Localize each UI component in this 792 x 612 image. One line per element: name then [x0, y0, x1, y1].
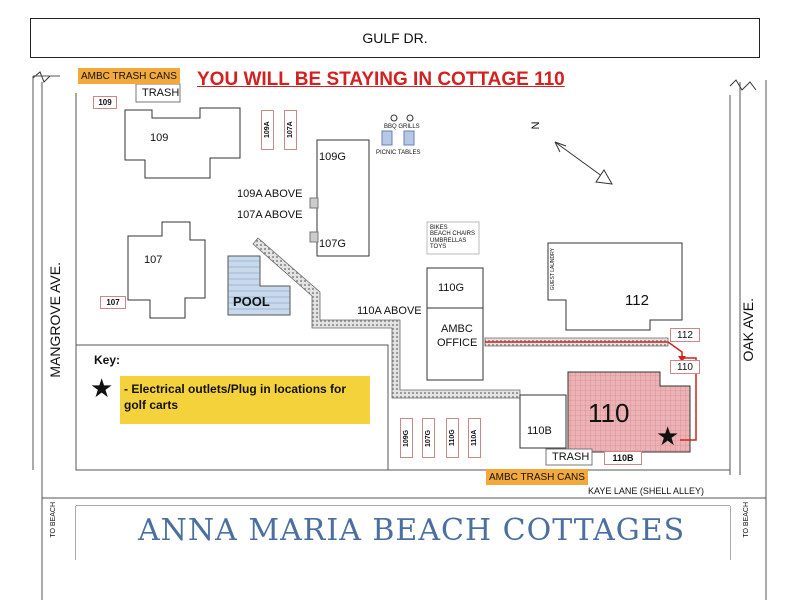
resort-name: ANNA MARIA BEACH COTTAGES: [138, 513, 686, 548]
headline: YOU WILL BE STAYING IN COTTAGE 110: [197, 69, 565, 90]
label-110b: 110B: [527, 425, 552, 437]
label-office-2: OFFICE: [437, 337, 478, 349]
parking-110a: 110A: [468, 418, 481, 458]
trash-tag-bottom: AMBC TRASH CANS: [486, 469, 588, 485]
trash-label-top: TRASH: [142, 87, 180, 99]
parking-109a: 109A: [261, 110, 274, 150]
parking-112: 112: [670, 328, 700, 342]
note-guest-laundry: GUEST LAUNDRY: [550, 248, 556, 291]
parking-107g: 107G: [422, 418, 435, 458]
trash-tag-top: AMBC TRASH CANS: [78, 68, 180, 84]
parking-110: 110: [670, 360, 700, 374]
label-110g: 110G: [438, 282, 465, 294]
bikes-shed: [426, 221, 480, 255]
note-110a-above: 110A ABOVE: [357, 305, 422, 317]
street-kaye-lane: KAYE LANE (SHELL ALLEY): [588, 486, 705, 496]
street-mangrove: MANGROVE AVE.: [47, 262, 63, 378]
street-gulf-dr: GULF DR.: [362, 30, 428, 46]
picnic-table-icon: [403, 130, 415, 146]
note-bikes-line: TOYS: [430, 243, 447, 250]
stairs-icon: [309, 197, 319, 209]
key-star-icon: ★: [90, 374, 114, 404]
note-bikes-line: UMBRELLAS: [430, 237, 467, 244]
building-109: [124, 107, 241, 179]
parking-107: 107: [100, 296, 126, 309]
note-109a-above: 109A ABOVE: [237, 188, 303, 200]
note-bbq: BBQ GRILLS: [384, 124, 420, 130]
parking-107a: 107A: [284, 110, 297, 150]
gulf-dr-box: GULF DR.: [30, 18, 760, 58]
note-bikes-line: BIKES: [430, 225, 448, 231]
to-beach-right: TO BEACH: [743, 502, 750, 538]
north-arrow-tail: [554, 141, 567, 153]
oak-street-edge: [729, 80, 767, 600]
key-title: Key:: [94, 353, 121, 367]
trash-box-top: [135, 83, 181, 103]
route-arrow: [678, 356, 686, 362]
parking-109g: 109G: [400, 418, 413, 458]
label-107: 107: [144, 254, 163, 266]
parking-110b: 110B: [604, 451, 642, 465]
street-break-right: [729, 79, 757, 91]
note-bikes-line: BEACH CHAIRS: [430, 231, 476, 238]
note-107a-above: 107A ABOVE: [237, 209, 303, 221]
label-107g: 107G: [319, 238, 346, 250]
key-description: - Electrical outlets/Plug in locations f…: [120, 376, 370, 424]
key-description-text: - Electrical outlets/Plug in locations f…: [124, 382, 347, 413]
picnic-table-icon: [381, 130, 393, 146]
trash-label-bottom: TRASH: [552, 451, 590, 463]
label-109: 109: [150, 132, 169, 144]
building-office: [426, 307, 484, 381]
bbq-grill-icon: [390, 114, 398, 122]
resort-banner: [76, 506, 730, 566]
note-bikes: BIKES BEACH CHAIRS UMBRELLAS TOYS: [430, 225, 475, 250]
street-break-left: [32, 71, 51, 83]
building-109g: [316, 139, 370, 257]
parking-110g: 110G: [446, 418, 459, 458]
outlet-star-icon: ★: [656, 422, 679, 452]
stairs-icon: [309, 231, 319, 243]
pool: [227, 255, 291, 316]
north-arrow-head: [595, 169, 613, 185]
north-label: N: [528, 121, 541, 130]
building-112: [547, 242, 683, 331]
building-110b: [519, 394, 567, 449]
label-109g: 109G: [319, 151, 346, 163]
label-pool: POOL: [233, 294, 270, 309]
bbq-grill-icon: [406, 114, 414, 122]
to-beach-left: TO BEACH: [50, 502, 57, 538]
street-oak: OAK AVE.: [740, 298, 756, 362]
label-110: 110: [588, 398, 630, 428]
building-107: [127, 221, 206, 319]
label-112: 112: [625, 292, 649, 309]
parking-109: 109: [93, 96, 117, 109]
trash-box-bottom: [545, 448, 593, 466]
note-picnic: PICNIC TABLES: [376, 150, 421, 156]
label-office-1: AMBC: [441, 323, 473, 335]
